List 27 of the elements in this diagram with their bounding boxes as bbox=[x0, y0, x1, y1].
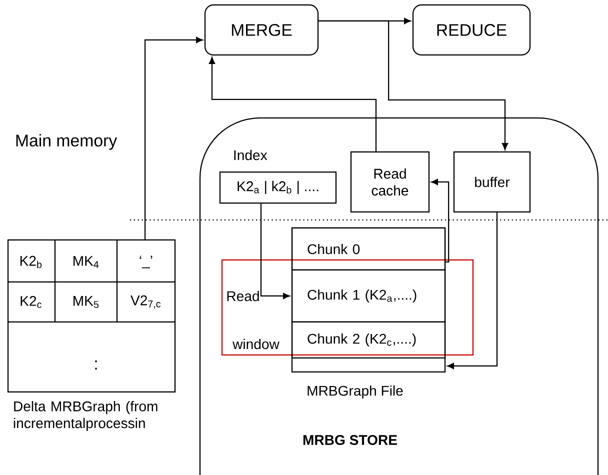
chunk-box: Chunk 1 (K2$_{a}$,....) bbox=[291, 269, 446, 323]
index-box: K2$_{a}$ | k2$_{b}$ | .... bbox=[219, 171, 337, 204]
arrow bbox=[144, 36, 203, 240]
table-cell: K2$_{b}$ bbox=[20, 256, 42, 268]
table-cell: MK$_{5}$ bbox=[74, 296, 98, 308]
table-cell: K2$_{c}$ bbox=[20, 296, 42, 308]
chunk-box: Chunk 2 (K2$_{c}$,....) bbox=[291, 321, 446, 359]
heading: Index bbox=[234, 150, 268, 160]
arrow bbox=[318, 20, 508, 150]
table-cell: V2$_{7,c}$ bbox=[130, 295, 161, 309]
arrow bbox=[260, 204, 290, 300]
window-label: Read bbox=[227, 290, 259, 302]
table-cell: : bbox=[95, 360, 97, 370]
window-label: window bbox=[232, 338, 280, 350]
label: Delta MRBGraph (from incrementalprocessin bbox=[14, 401, 158, 431]
table-cell: ‘_’ bbox=[140, 256, 152, 268]
buffer-box: buffer bbox=[453, 151, 531, 213]
arrow bbox=[208, 57, 377, 152]
chunk-box: Chunk 0 bbox=[291, 227, 446, 271]
cache-box: Read cache bbox=[350, 151, 430, 213]
table-cell: MK$_{4}$ bbox=[74, 256, 99, 268]
process-box: MERGE bbox=[204, 4, 319, 56]
process-box: REDUCE bbox=[412, 4, 531, 56]
arrow bbox=[431, 178, 450, 263]
memory-label: Main memory bbox=[16, 134, 118, 150]
arrow bbox=[447, 212, 498, 370]
label: MRBGraph File bbox=[308, 385, 403, 399]
